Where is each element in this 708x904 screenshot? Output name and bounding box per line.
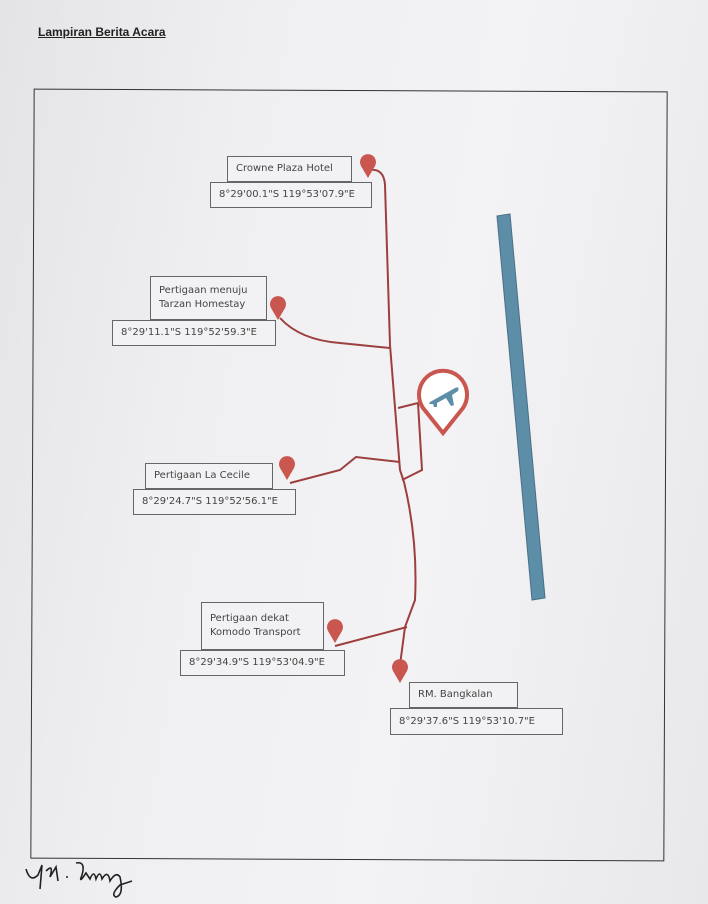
road-komodo	[334, 626, 408, 647]
label-la-cecile-coords: 8°29'24.7"S 119°52'56.1"E	[133, 489, 296, 515]
place-name-line2: Tarzan Homestay	[159, 299, 246, 310]
airport-marker-icon	[417, 368, 469, 437]
pin-tarzan-icon	[270, 296, 286, 320]
place-name: RM. Bangkalan	[418, 689, 493, 700]
label-la-cecile-name: Pertigaan La Cecile	[145, 463, 273, 489]
airport-runway	[496, 213, 546, 601]
document-title: Lampiran Berita Acara	[38, 25, 166, 39]
place-coords: 8°29'34.9"S 119°53'04.9"E	[189, 657, 325, 668]
label-tarzan-coords: 8°29'11.1"S 119°52'59.3"E	[112, 320, 276, 346]
handwritten-signature	[25, 861, 133, 898]
place-name-line1: Pertigaan menuju	[159, 285, 248, 296]
pin-la-cecile-icon	[279, 456, 295, 480]
place-coords: 8°29'11.1"S 119°52'59.3"E	[121, 327, 257, 338]
label-crowne-name: Crowne Plaza Hotel	[227, 156, 352, 182]
place-coords: 8°29'24.7"S 119°52'56.1"E	[142, 496, 278, 507]
place-name-line1: Pertigaan dekat	[210, 613, 289, 624]
place-coords: 8°29'00.1"S 119°53'07.9"E	[219, 189, 355, 200]
road-tarzan	[279, 317, 391, 349]
road-airport-loop	[397, 401, 424, 481]
airplane-icon	[429, 387, 459, 407]
pin-bangkalan-icon	[392, 659, 408, 683]
label-komodo-coords: 8°29'34.9"S 119°53'04.9"E	[180, 650, 345, 676]
main-road	[368, 168, 417, 666]
place-name-line2: Komodo Transport	[210, 627, 301, 638]
place-coords: 8°29'37.6"S 119°53'10.7"E	[399, 715, 535, 727]
place-name: Crowne Plaza Hotel	[236, 163, 333, 174]
label-bangkalan-coords: 8°29'37.6"S 119°53'10.7"E	[390, 708, 563, 735]
label-crowne-coords: 8°29'00.1"S 119°53'07.9"E	[210, 182, 372, 208]
pin-crowne-icon	[360, 154, 376, 178]
place-name: Pertigaan La Cecile	[154, 470, 250, 481]
road-la-cecile	[289, 455, 401, 484]
pin-komodo-icon	[327, 619, 343, 643]
label-bangkalan-name: RM. Bangkalan	[409, 682, 518, 708]
